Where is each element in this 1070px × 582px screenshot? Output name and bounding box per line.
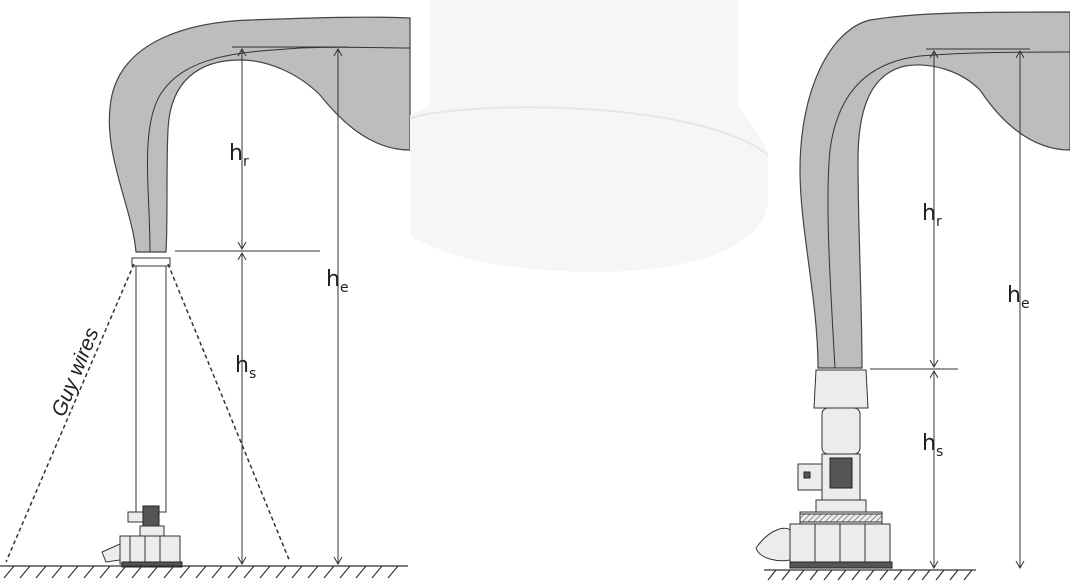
nozzle-closeup-shape: [410, 0, 768, 272]
right-fan-assembly: [755, 369, 893, 569]
right-plume: [799, 11, 1070, 369]
guy-wires-label: Guy wires: [47, 324, 103, 420]
right-hs-label: hs: [922, 431, 943, 460]
right-plume-centerline: [827, 51, 1070, 369]
left-guy-wire-left: [5, 263, 135, 563]
left-stack: [135, 261, 167, 513]
left-he-label: he: [326, 267, 349, 296]
right-hr-label: hr: [922, 201, 942, 230]
right-panel: hr hs he: [755, 11, 1070, 581]
left-guy-wire-right: [167, 263, 291, 563]
right-he-label: he: [1007, 283, 1030, 312]
left-plume-centerline: [147, 46, 411, 253]
left-panel: Guy wires: [0, 16, 411, 579]
left-hr-label: hr: [229, 141, 249, 170]
left-ground-hatch: [3, 565, 399, 579]
left-stack-collar: [131, 257, 171, 267]
left-plume: [108, 16, 411, 253]
left-fan-assembly: [101, 505, 183, 568]
nozzle-closeup: [409, 0, 769, 272]
left-hs-label: hs: [235, 353, 256, 382]
right-ground-hatch: [767, 569, 973, 581]
